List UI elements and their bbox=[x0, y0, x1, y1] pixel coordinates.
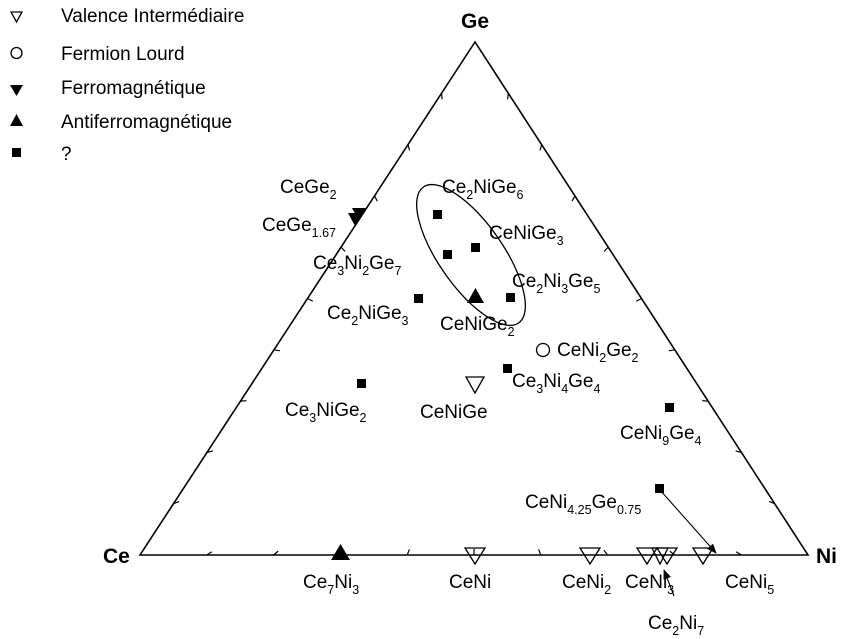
legend-symbol-circle-open bbox=[10, 46, 23, 60]
marker-ceni3 bbox=[635, 547, 659, 566]
legend-label: Fermion Lourd bbox=[61, 44, 185, 65]
tick-mark bbox=[571, 195, 576, 202]
compound-label: CeNi3 bbox=[625, 572, 674, 597]
tick-mark bbox=[735, 551, 742, 556]
marker-ceni425ge075 bbox=[655, 484, 664, 493]
legend-symbol-triangle-down-filled bbox=[10, 85, 23, 96]
marker-ceni2 bbox=[578, 547, 602, 566]
marker-ce2ni7 bbox=[655, 547, 679, 566]
legend-label: Valence Intermédiaire bbox=[61, 6, 244, 27]
tick-mark bbox=[668, 349, 675, 352]
compound-label: Ce7Ni3 bbox=[303, 572, 359, 597]
legend-label: Antiferromagnétique bbox=[61, 112, 232, 133]
marker-cenige bbox=[464, 376, 486, 395]
marker-cege167 bbox=[348, 213, 362, 226]
legend-label: ? bbox=[61, 144, 72, 165]
marker-cenige2 bbox=[467, 288, 484, 303]
legend-symbol-square-filled bbox=[12, 148, 21, 157]
vertex-label-top: Ge bbox=[461, 10, 489, 33]
grouping-ellipse bbox=[416, 183, 526, 327]
vertex-label-left: Ce bbox=[103, 545, 130, 568]
compound-label: CeNiGe2 bbox=[440, 314, 515, 339]
compound-label: Ce2NiGe6 bbox=[442, 177, 524, 202]
tick-mark bbox=[538, 549, 542, 556]
marker-ce3ni2ge7 bbox=[443, 250, 452, 259]
marker-cenige3 bbox=[471, 243, 480, 252]
compound-label: Ce2Ni3Ge5 bbox=[512, 271, 601, 296]
legend: Valence Intermédiaire Fermion Lourd Ferr… bbox=[9, 6, 244, 165]
tick-mark bbox=[603, 549, 609, 556]
tick-mark bbox=[273, 349, 281, 352]
tick-mark bbox=[735, 450, 742, 453]
compound-label: Ce3NiGe2 bbox=[285, 400, 367, 425]
compound-label: CeGe2 bbox=[280, 177, 337, 202]
compound-label: CeNi5 bbox=[725, 572, 774, 597]
marker-ce2ni3ge5 bbox=[506, 293, 515, 302]
legend-symbol-triangle-down-open bbox=[9, 11, 24, 24]
tick-mark bbox=[407, 144, 411, 151]
tick-mark bbox=[507, 93, 509, 100]
tick-mark bbox=[440, 93, 443, 100]
compound-label: CeNi9Ge4 bbox=[620, 423, 702, 448]
tick-mark bbox=[603, 246, 609, 252]
tick-mark bbox=[768, 500, 775, 505]
marker-ceni2ge2 bbox=[535, 342, 551, 358]
marker-ce7ni3 bbox=[331, 544, 350, 560]
compound-label: CeNi2Ge2 bbox=[557, 340, 639, 365]
compound-label: CeGe1.67 bbox=[262, 215, 336, 240]
marker-ceni bbox=[463, 547, 487, 566]
compound-label: Ce3Ni2Ge7 bbox=[313, 253, 402, 278]
marker-ce3nige2 bbox=[357, 379, 366, 388]
compound-label: CeNiGe bbox=[420, 402, 488, 423]
tick-mark bbox=[206, 450, 213, 453]
arrow-ceni425ge075 bbox=[659, 489, 717, 554]
compound-label: CeNi2 bbox=[562, 572, 611, 597]
marker-ce2nige6 bbox=[433, 210, 442, 219]
marker-ce2nige3 bbox=[414, 294, 423, 303]
compound-label: Ce2NiGe3 bbox=[327, 303, 409, 328]
tick-mark bbox=[539, 144, 543, 151]
marker-ceni9ge4 bbox=[665, 403, 674, 412]
compound-label: CeNi bbox=[449, 572, 491, 593]
marker-ce3ni4ge4 bbox=[503, 364, 512, 373]
tick-mark bbox=[273, 550, 279, 556]
tick-mark bbox=[340, 246, 346, 252]
compound-label: CeNi4.25Ge0.75 bbox=[525, 492, 641, 517]
compound-label: Ce2Ni7 bbox=[648, 613, 704, 638]
tick-mark bbox=[307, 297, 314, 302]
vertex-label-right: Ni bbox=[816, 545, 837, 568]
marker-ceni5 bbox=[691, 547, 715, 566]
tick-mark bbox=[406, 549, 410, 556]
legend-symbol-triangle-up-filled bbox=[10, 114, 23, 126]
arrow-ce2ni7 bbox=[663, 569, 675, 597]
legend-label: Ferromagnétique bbox=[61, 78, 206, 99]
compound-label: CeNiGe3 bbox=[489, 223, 564, 248]
tick-mark bbox=[635, 297, 642, 302]
tick-mark bbox=[173, 500, 180, 505]
tick-mark bbox=[373, 195, 378, 202]
compound-label: Ce3Ni4Ge4 bbox=[512, 371, 601, 396]
tick-mark bbox=[206, 551, 213, 556]
